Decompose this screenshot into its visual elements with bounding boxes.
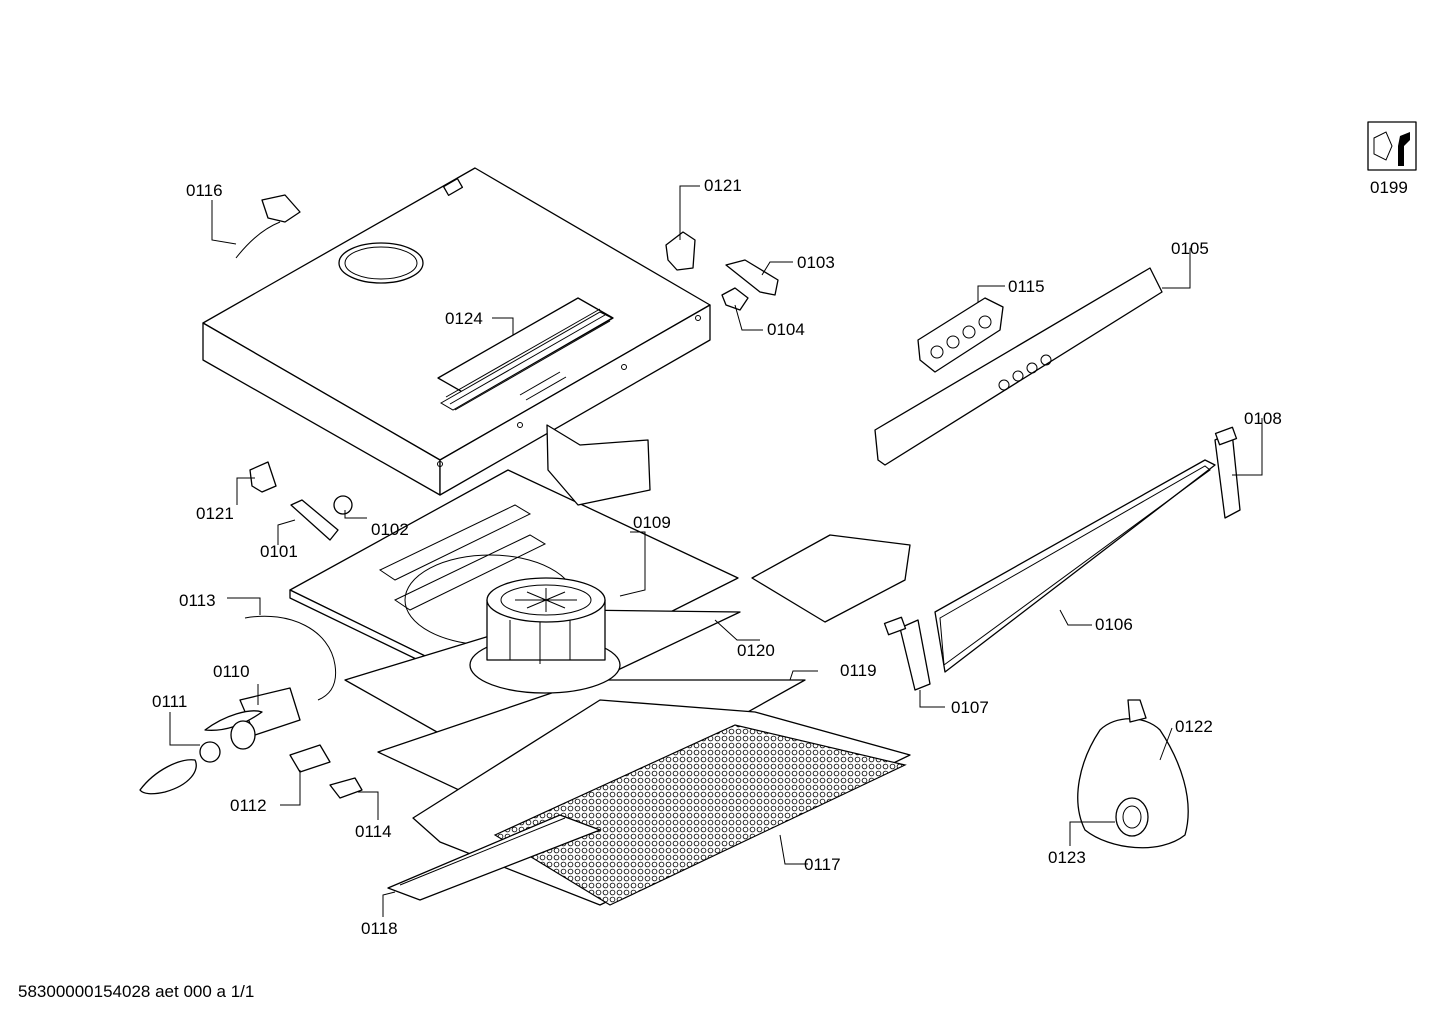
part-label: 0106 (1095, 615, 1133, 634)
part-label: 0118 (361, 919, 398, 938)
part-label: 0111 (152, 692, 187, 711)
part-label: 0104 (767, 320, 805, 339)
part-label: 0107 (951, 698, 989, 717)
accessory-bag (1077, 699, 1189, 849)
small-fittings (139, 194, 779, 799)
part-label: 0110 (213, 662, 250, 681)
part-label: 0113 (179, 591, 216, 610)
part-label: 0120 (737, 641, 775, 660)
part-label: 0105 (1171, 239, 1209, 258)
part-label: 0115 (1008, 277, 1045, 296)
part-label: 0101 (260, 542, 298, 561)
part-label: 0117 (804, 855, 841, 874)
wrench-nut-icon (1367, 121, 1417, 171)
part-label: 0122 (1175, 717, 1213, 736)
fan-motor (469, 577, 621, 694)
part-label: 0123 (1048, 848, 1086, 867)
leader-lines (169, 185, 1263, 917)
part-labels: 0116 0121 0103 0104 0124 0105 0115 0199 … (152, 176, 1408, 938)
front-glass (883, 426, 1241, 691)
hood-housing (202, 167, 711, 496)
part-label: 0124 (445, 309, 483, 328)
part-label: 0102 (371, 520, 409, 539)
part-label: 0114 (355, 822, 392, 841)
part-label: 0119 (840, 661, 877, 680)
part-label: 0121 (196, 504, 234, 523)
part-label: 0103 (797, 253, 835, 272)
control-panel (874, 267, 1163, 466)
part-label: 0108 (1244, 409, 1282, 428)
part-label: 0199 (1370, 178, 1408, 197)
part-label: 0121 (704, 176, 742, 195)
part-label: 0109 (633, 513, 671, 532)
part-label: 0112 (230, 796, 267, 815)
part-label: 0116 (186, 181, 223, 200)
duct-pieces (546, 424, 911, 623)
lower-plates (344, 609, 911, 906)
document-id-footer: 58300000154028 aet 000 a 1/1 (18, 982, 255, 1001)
